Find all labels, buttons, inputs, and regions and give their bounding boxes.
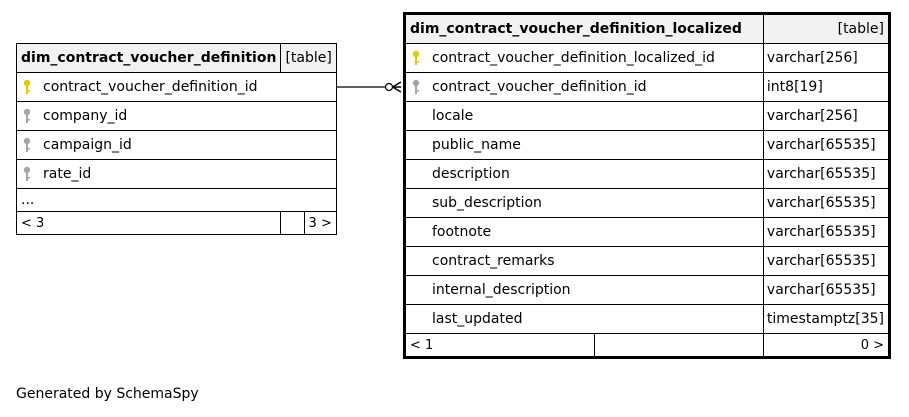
child-column-type: int8[19] bbox=[762, 72, 891, 102]
child-column: locale bbox=[410, 108, 759, 124]
child-table-kind: [table] bbox=[762, 13, 891, 44]
child-column-cell[interactable]: contract_voucher_definition_localized_id bbox=[404, 43, 764, 73]
child-column-name: contract_voucher_definition_localized_id bbox=[432, 50, 715, 66]
child-column: contract_remarks bbox=[410, 253, 759, 269]
child-column-name: contract_remarks bbox=[432, 253, 555, 269]
foreign-key-icon bbox=[410, 79, 432, 95]
parent-column-name: contract_voucher_definition_id bbox=[43, 79, 258, 95]
child-table: dim_contract_voucher_definition_localize… bbox=[403, 12, 891, 359]
parent-table-footer-left[interactable]: < 3 bbox=[15, 211, 282, 235]
child-table-footer-right[interactable]: 0 > bbox=[762, 333, 891, 358]
zero-cardinality-circle bbox=[384, 82, 394, 92]
child-table-row: sub_description varchar[65535] bbox=[404, 188, 891, 218]
child-table-columns: contract_voucher_definition_localized_id… bbox=[404, 43, 891, 334]
foreign-key-icon bbox=[21, 166, 43, 182]
parent-table-kind: [table] bbox=[280, 43, 337, 73]
child-table-row: internal_description varchar[65535] bbox=[404, 275, 891, 305]
parent-column-name: company_id bbox=[43, 108, 128, 124]
child-column-type: varchar[65535] bbox=[762, 275, 891, 305]
child-table-row: description varchar[65535] bbox=[404, 159, 891, 189]
parent-column-cell[interactable]: company_id bbox=[16, 101, 337, 131]
parent-column-name: campaign_id bbox=[43, 137, 132, 153]
foreign-key-icon bbox=[21, 108, 43, 124]
child-column-type: varchar[256] bbox=[762, 101, 891, 131]
child-column-cell[interactable]: internal_description bbox=[404, 275, 764, 305]
child-column-type: varchar[65535] bbox=[762, 217, 891, 247]
child-table-header: dim_contract_voucher_definition_localize… bbox=[404, 13, 891, 44]
child-column-name: sub_description bbox=[432, 195, 542, 211]
child-column-name: footnote bbox=[432, 224, 492, 240]
parent-table-more: ... bbox=[16, 188, 337, 212]
child-column-name: public_name bbox=[432, 137, 521, 153]
child-column: footnote bbox=[410, 224, 759, 240]
parent-column: rate_id bbox=[21, 166, 332, 182]
child-column: public_name bbox=[410, 137, 759, 153]
parent-column: contract_voucher_definition_id bbox=[21, 79, 332, 95]
child-column-type: varchar[65535] bbox=[762, 159, 891, 189]
child-column: contract_voucher_definition_localized_id bbox=[410, 50, 759, 66]
parent-column-cell[interactable]: campaign_id bbox=[16, 130, 337, 160]
parent-table: dim_contract_voucher_definition [table] … bbox=[15, 43, 337, 235]
parent-column: company_id bbox=[21, 108, 332, 124]
parent-table-name[interactable]: dim_contract_voucher_definition bbox=[15, 43, 282, 73]
foreign-key-icon bbox=[21, 137, 43, 153]
child-column-name: internal_description bbox=[432, 282, 571, 298]
child-column-type: varchar[65535] bbox=[762, 188, 891, 218]
child-column: contract_voucher_definition_id bbox=[410, 79, 759, 95]
parent-table-row: campaign_id bbox=[16, 130, 337, 160]
child-table-footer: < 1 0 > bbox=[404, 333, 891, 358]
parent-table-columns: contract_voucher_definition_id company_id… bbox=[16, 72, 337, 189]
primary-key-icon bbox=[410, 50, 432, 66]
parent-column: campaign_id bbox=[21, 137, 332, 153]
child-column-cell[interactable]: contract_voucher_definition_id bbox=[404, 72, 764, 102]
child-column: description bbox=[410, 166, 759, 182]
child-column-name: last_updated bbox=[432, 311, 523, 327]
child-table-row: contract_voucher_definition_id int8[19] bbox=[404, 72, 891, 102]
child-table-row: locale varchar[256] bbox=[404, 101, 891, 131]
parent-table-more-row: ... bbox=[16, 188, 337, 212]
parent-table-row: company_id bbox=[16, 101, 337, 131]
child-table-footer-middle bbox=[594, 333, 764, 358]
child-column-cell[interactable]: sub_description bbox=[404, 188, 764, 218]
child-table-footer-left[interactable]: < 1 bbox=[404, 333, 595, 358]
child-column-cell[interactable]: locale bbox=[404, 101, 764, 131]
crows-foot-icon bbox=[392, 81, 402, 93]
child-column-name: description bbox=[432, 166, 510, 182]
parent-table-footer: < 3 3 > bbox=[15, 211, 337, 235]
parent-column-cell[interactable]: contract_voucher_definition_id bbox=[16, 72, 337, 102]
child-table-row: contract_voucher_definition_localized_id… bbox=[404, 43, 891, 73]
generated-by-label: Generated by SchemaSpy bbox=[16, 386, 199, 402]
primary-key-icon bbox=[21, 79, 43, 95]
child-table-name[interactable]: dim_contract_voucher_definition_localize… bbox=[404, 13, 764, 44]
child-column: sub_description bbox=[410, 195, 759, 211]
child-column-name: locale bbox=[432, 108, 474, 124]
parent-column-name: rate_id bbox=[43, 166, 92, 182]
child-column-name: contract_voucher_definition_id bbox=[432, 79, 647, 95]
parent-table-header: dim_contract_voucher_definition [table] bbox=[15, 43, 337, 73]
parent-table-row: contract_voucher_definition_id bbox=[16, 72, 337, 102]
child-column: internal_description bbox=[410, 282, 759, 298]
child-column: last_updated bbox=[410, 311, 759, 327]
parent-table-footer-right[interactable]: 3 > bbox=[303, 211, 337, 235]
